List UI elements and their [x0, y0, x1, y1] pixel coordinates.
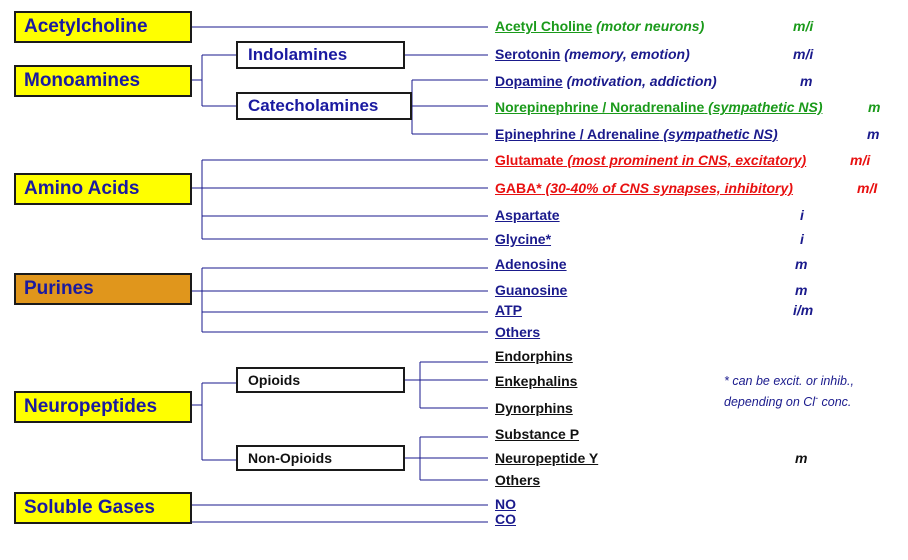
category-purines: Purines [14, 273, 192, 305]
category-label: Purines [24, 278, 94, 299]
item-name: CO [495, 511, 516, 527]
item-others-purines: Others [495, 324, 540, 340]
item-name: Others [495, 472, 541, 488]
category-label: Neuropeptides [24, 396, 158, 417]
item-others-neuropeptides: Others [495, 472, 540, 488]
category-neuropeptides: Neuropeptides [14, 391, 192, 423]
category-label: Monoamines [24, 70, 141, 91]
item-name: Acetyl Choline [495, 18, 593, 34]
item-name: Guanosine [495, 282, 568, 298]
item-description: (sympathetic NS) [704, 99, 823, 115]
subcategory-catecholamines: Catecholamines [236, 92, 412, 120]
item-name: Others [495, 324, 541, 340]
item-name: Adenosine [495, 256, 567, 272]
code-epinephrine: m [867, 126, 880, 142]
code-neuropeptide-y: m [795, 450, 808, 466]
code-norepinephrine: m [868, 99, 881, 115]
code-adenosine: m [795, 256, 808, 272]
item-dopamine: Dopamine (motivation, addiction) [495, 73, 717, 89]
item-name: ATP [495, 302, 522, 318]
footnote-line-1: * can be excit. or inhib., [724, 374, 854, 388]
footnote-line-2-prefix: depending on Cl [724, 395, 816, 410]
item-name: GABA* [495, 180, 542, 196]
item-glutamate: Glutamate (most prominent in CNS, excita… [495, 152, 806, 168]
item-name: Dopamine [495, 73, 563, 89]
footnote-line-2-suffix: conc. [818, 395, 852, 410]
item-name: Substance P [495, 426, 580, 442]
item-name: Endorphins [495, 348, 573, 364]
category-amino-acids: Amino Acids [14, 173, 192, 205]
category-label: Acetylcholine [24, 16, 148, 37]
item-guanosine: Guanosine [495, 282, 567, 298]
code-serotonin: m/i [793, 46, 814, 62]
item-name: Glycine* [495, 231, 552, 247]
code-atp: i/m [793, 302, 814, 318]
item-name: Aspartate [495, 207, 560, 223]
subcategory-label: Opioids [248, 372, 301, 388]
code-glutamate: m/i [850, 152, 871, 168]
item-description: (memory, emotion) [560, 46, 690, 62]
subcategory-label: Non-Opioids [248, 450, 332, 466]
footnote-superscript: - [815, 393, 819, 403]
item-acetyl-choline: Acetyl Choline (motor neurons) [495, 18, 704, 34]
item-description: (30-40% of CNS synapses, inhibitory) [541, 180, 793, 196]
subcategory-non-opioids: Non-Opioids [236, 445, 405, 471]
item-epinephrine: Epinephrine / Adrenaline (sympathetic NS… [495, 126, 778, 142]
code-acetyl-choline: m/i [793, 18, 814, 34]
subcategory-indolamines: Indolamines [236, 41, 405, 69]
footnote-line-2: depending on Cl- conc. [724, 390, 854, 411]
item-description: (motivation, addiction) [562, 73, 717, 89]
item-name: NO [495, 496, 516, 512]
item-name: Glutamate [495, 152, 564, 168]
item-gaba: GABA* (30-40% of CNS synapses, inhibitor… [495, 180, 793, 196]
item-neuropeptide-y: Neuropeptide Y [495, 450, 598, 466]
item-name: Norepinephrine / Noradrenaline [495, 99, 705, 115]
code-dopamine: m [800, 73, 813, 89]
footnote: * can be excit. or inhib., depending on … [724, 373, 854, 411]
item-atp: ATP [495, 302, 522, 318]
item-aspartate: Aspartate [495, 207, 560, 223]
item-no: NO [495, 496, 516, 512]
item-co: CO [495, 511, 516, 527]
item-adenosine: Adenosine [495, 256, 567, 272]
item-norepinephrine: Norepinephrine / Noradrenaline (sympathe… [495, 99, 823, 115]
item-endorphins: Endorphins [495, 348, 573, 364]
item-substance-p: Substance P [495, 426, 579, 442]
category-label: Soluble Gases [24, 497, 155, 518]
subcategory-label: Catecholamines [248, 96, 379, 115]
item-glycine: Glycine* [495, 231, 551, 247]
category-soluble-gases: Soluble Gases [14, 492, 192, 524]
item-name: Neuropeptide Y [495, 450, 599, 466]
category-label: Amino Acids [24, 178, 140, 199]
code-aspartate: i [800, 207, 804, 223]
item-name: Dynorphins [495, 400, 573, 416]
subcategory-label: Indolamines [248, 45, 348, 64]
code-gaba: m/I [857, 180, 878, 196]
item-description: (motor neurons) [592, 18, 705, 34]
code-glycine: i [800, 231, 804, 247]
item-description: (sympathetic NS) [659, 126, 778, 142]
subcategory-opioids: Opioids [236, 367, 405, 393]
item-name: Enkephalins [495, 373, 578, 389]
category-acetylcholine: Acetylcholine [14, 11, 192, 43]
item-dynorphins: Dynorphins [495, 400, 573, 416]
item-enkephalins: Enkephalins [495, 373, 577, 389]
item-name: Epinephrine / Adrenaline [495, 126, 660, 142]
item-name: Serotonin [495, 46, 561, 62]
item-description: (most prominent in CNS, excitatory) [563, 152, 807, 168]
code-guanosine: m [795, 282, 808, 298]
item-serotonin: Serotonin (memory, emotion) [495, 46, 690, 62]
category-monoamines: Monoamines [14, 65, 192, 97]
